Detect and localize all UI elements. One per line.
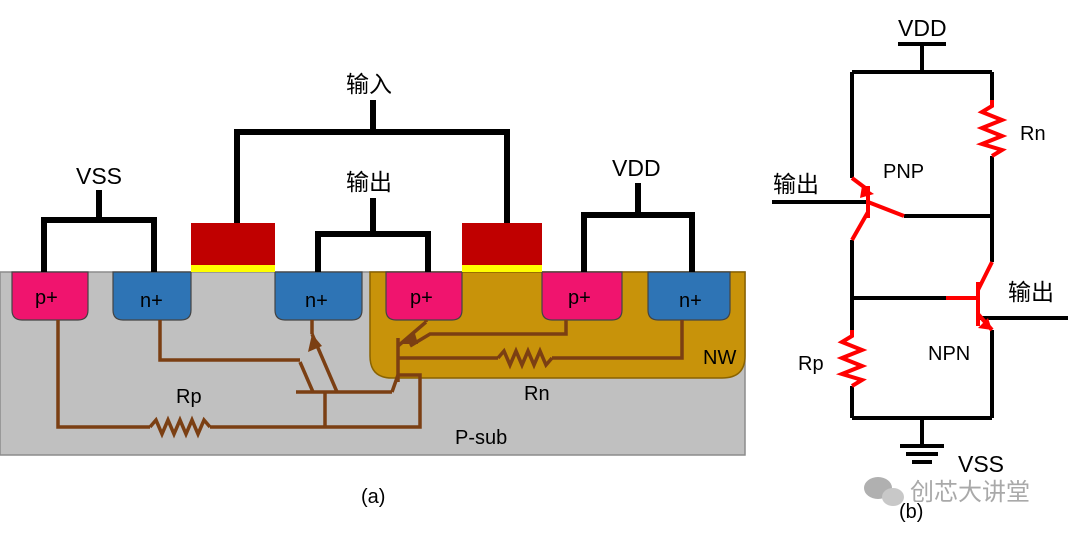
- output-right-label: 输出: [1008, 279, 1054, 305]
- rp-wire-left: [56, 320, 150, 429]
- panel-b: VDD VSS Rn Rp PNP NPN 输出 输出 (b): [772, 15, 1068, 523]
- p-plus-label-2: p+: [410, 287, 433, 309]
- rp-label-a: Rp: [176, 386, 202, 408]
- rp-wire-right: [210, 373, 422, 429]
- pplus-vdd-wire: [409, 320, 568, 348]
- rp-label-b: Rp: [798, 353, 824, 375]
- pnp-emitter-arrow: [402, 330, 418, 344]
- rn-label-b: Rn: [1020, 123, 1046, 145]
- n-plus-region-output: [274, 271, 363, 321]
- npn-collector: [298, 361, 315, 393]
- parasitic-network: [56, 320, 684, 439]
- n-plus-label-3: n+: [679, 290, 702, 312]
- psub-label: P-sub: [455, 427, 507, 449]
- schematic-resistors: [835, 100, 1008, 388]
- vdd-wire: [581, 212, 695, 272]
- caption-a: (a): [361, 486, 385, 508]
- nw-label: NW: [703, 347, 736, 369]
- pnp-collector: [390, 374, 400, 393]
- n-plus-label-2: n+: [305, 290, 328, 312]
- npn-arrow: [978, 318, 992, 330]
- rp-resistor-b: [835, 330, 868, 388]
- output-label-a: 输出: [346, 169, 392, 195]
- npn-collector-b: [976, 261, 994, 291]
- pnp-base-lead: [867, 200, 905, 218]
- pnp-collector-b: [850, 211, 870, 241]
- pnp-arrow: [860, 186, 874, 198]
- p-plus-region-vdd: [541, 271, 623, 321]
- rn-resistor-b: [975, 100, 1008, 158]
- output-left-label: 输出: [773, 171, 819, 197]
- vdd-label-b: VDD: [898, 15, 947, 41]
- vss-label-b: VSS: [958, 451, 1004, 477]
- wechat-icon: [864, 477, 904, 506]
- vss-label-a: VSS: [76, 163, 122, 189]
- gate-poly-nmos: [191, 223, 275, 265]
- schematic-wires: [772, 42, 1068, 464]
- output-wire: [315, 231, 431, 272]
- npn-label: NPN: [928, 343, 970, 365]
- watermark-text: 创芯大讲堂: [910, 479, 1030, 506]
- gate-oxide-pmos: [462, 265, 542, 272]
- pnp-label: PNP: [883, 161, 924, 183]
- rn-wire-right: [552, 320, 684, 360]
- parasitic-arrows: [308, 330, 418, 352]
- p-plus-label-3: p+: [568, 287, 591, 309]
- rn-label-a: Rn: [524, 383, 550, 405]
- n-plus-label-1: n+: [140, 290, 163, 312]
- n-plus-region-vss: [112, 271, 192, 321]
- metal-wiring: [41, 100, 695, 272]
- vss-wire: [41, 217, 157, 272]
- p-plus-region-vss: [11, 271, 89, 321]
- panel-a: P-sub NW Rp Rn p+ n+ n+ p+ p+ n+ VSS VDD…: [0, 71, 746, 508]
- rn-resistor: [496, 346, 554, 370]
- caption-b: (b): [899, 501, 923, 523]
- npn-emitter-arrow: [308, 334, 322, 352]
- watermark: 创芯大讲堂: [864, 477, 1030, 506]
- schematic-arrows: [860, 186, 992, 330]
- pnp-emitter-b: [850, 176, 870, 192]
- input-label: 输入: [346, 71, 392, 97]
- nplus-vss-collector: [158, 320, 300, 362]
- gate-poly-pmos: [462, 223, 542, 265]
- p-plus-label-1: p+: [35, 287, 58, 309]
- vdd-label-a: VDD: [612, 155, 661, 181]
- p-plus-region-output: [385, 271, 463, 321]
- rp-resistor: [148, 415, 212, 439]
- schematic-transistors: [850, 176, 994, 332]
- gate-oxide-nmos: [191, 265, 275, 272]
- n-plus-region-vdd: [647, 271, 731, 321]
